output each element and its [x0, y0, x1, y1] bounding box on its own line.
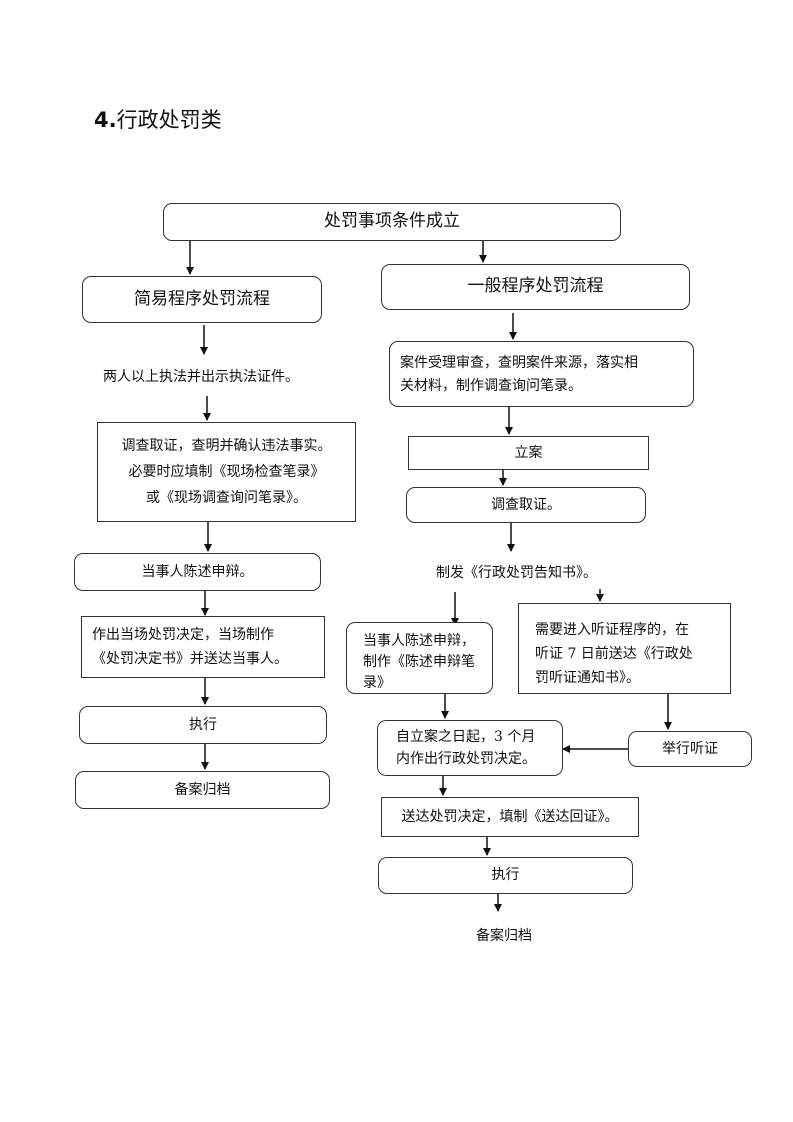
- simple-execute-box: 执行: [79, 706, 327, 744]
- branch-hearing-notice-line3: 罚听证通知书》。: [535, 670, 640, 686]
- simple-step3-box: 当事人陈述申辩。: [74, 553, 321, 591]
- heading-text: 行政处罚类: [116, 108, 222, 132]
- simple-execute: 执行: [189, 716, 217, 733]
- general-title: 一般程序处罚流程: [467, 276, 604, 297]
- simple-title-box: 简易程序处罚流程: [82, 276, 322, 323]
- simple-step4-line2: 《处罚决定书》并送达当事人。: [92, 651, 288, 667]
- branch-hearing-notice-box: 需要进入听证程序的，在 听证 7 日前送达《行政处 罚听证通知书》。: [518, 603, 731, 694]
- general-archive: 备案归档: [476, 928, 532, 944]
- general-step3: 调查取证。: [491, 496, 561, 513]
- simple-step2-line3: 或《现场调查询问笔录》。: [146, 490, 307, 506]
- general-title-box: 一般程序处罚流程: [381, 264, 690, 310]
- general-step3-box: 调查取证。: [406, 487, 646, 523]
- decision-line1: 自立案之日起，3 个月: [396, 729, 536, 745]
- deliver-label: 送达处罚决定，填制《送达回证》。: [401, 808, 619, 825]
- general-step1-line2: 关材料，制作调查询问笔录。: [400, 378, 582, 394]
- branch-statement-line3: 录》: [363, 675, 391, 691]
- simple-step4-line1: 作出当场处罚决定，当场制作: [92, 627, 274, 643]
- general-execute-box: 执行: [378, 857, 633, 894]
- general-step4: 制发《行政处罚告知书》。: [436, 565, 597, 581]
- hearing-label: 举行听证: [662, 740, 718, 757]
- general-execute: 执行: [491, 867, 520, 884]
- general-step2-box: 立案: [408, 436, 649, 470]
- branch-hearing-notice-line1: 需要进入听证程序的，在: [535, 622, 689, 638]
- start-box: 处罚事项条件成立: [163, 203, 621, 241]
- simple-step2-line1: 调查取证，查明并确认违法事实。: [121, 438, 332, 454]
- simple-step2-line2: 必要时应填制《现场检查笔录》: [128, 464, 325, 480]
- branch-statement-box: 当事人陈述申辩， 制作《陈述申辩笔 录》: [346, 622, 493, 694]
- simple-title: 简易程序处罚流程: [134, 288, 270, 309]
- branch-statement-line2: 制作《陈述申辩笔: [363, 654, 475, 670]
- general-step1-line1: 案件受理审查，查明案件来源，落实相: [400, 355, 638, 371]
- decision-box: 自立案之日起，3 个月 内作出行政处罚决定。: [377, 720, 563, 776]
- simple-step1: 两人以上执法并出示执法证件。: [103, 369, 299, 385]
- general-step1-box: 案件受理审查，查明案件来源，落实相 关材料，制作调查询问笔录。: [389, 341, 694, 407]
- general-step2: 立案: [514, 444, 543, 461]
- deliver-box: 送达处罚决定，填制《送达回证》。: [381, 797, 639, 837]
- simple-archive-box: 备案归档: [75, 771, 330, 809]
- branch-hearing-notice-line2: 听证 7 日前送达《行政处: [535, 646, 693, 662]
- decision-line2: 内作出行政处罚决定。: [396, 751, 536, 767]
- hearing-box: 举行听证: [628, 731, 752, 767]
- simple-archive: 备案归档: [174, 781, 231, 798]
- simple-step2-box: 调查取证，查明并确认违法事实。 必要时应填制《现场检查笔录》 或《现场调查询问笔…: [97, 422, 356, 522]
- simple-step3: 当事人陈述申辩。: [141, 563, 254, 580]
- heading-number: 4.: [94, 108, 117, 132]
- page-heading: 4.行政处罚类: [94, 104, 222, 134]
- simple-step4-box: 作出当场处罚决定，当场制作 《处罚决定书》并送达当事人。: [81, 616, 325, 678]
- start-label: 处罚事项条件成立: [324, 211, 460, 232]
- branch-statement-line1: 当事人陈述申辩，: [363, 633, 475, 649]
